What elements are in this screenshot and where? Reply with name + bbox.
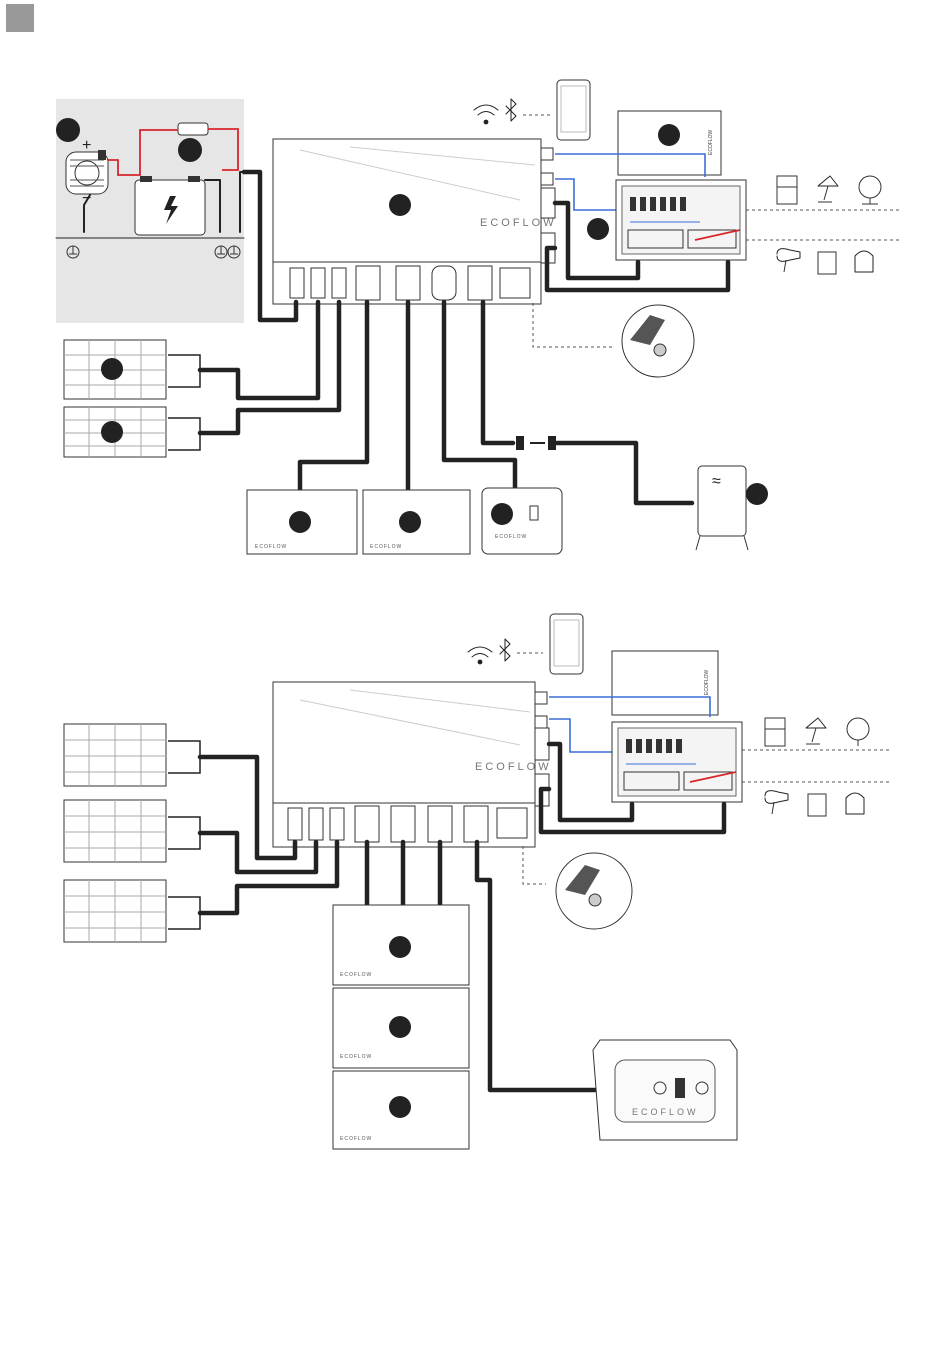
- fuse: [178, 123, 208, 135]
- kettle-icon: [855, 251, 873, 272]
- battery-logo: ECOFLOW: [340, 972, 372, 978]
- phone-icon: [557, 80, 590, 140]
- battery-pack: ECOFLOW: [333, 988, 469, 1068]
- battery-pack: ECOFLOW: [363, 490, 470, 554]
- generator-logo: ECOFLOW: [632, 1107, 699, 1117]
- solar-panel: [64, 340, 166, 399]
- power-hub: ECOFLOW: [273, 682, 552, 847]
- battery-logo: ECOFLOW: [340, 1054, 372, 1060]
- battery-pack: ECOFLOW: [333, 1071, 469, 1149]
- solar-panel: [64, 407, 166, 457]
- battery-pack: ECOFLOW: [247, 490, 357, 554]
- hub-logo: ECOFLOW: [480, 217, 557, 229]
- battery-pack: ECOFLOW: [333, 905, 469, 985]
- battery-logo: ECOFLOW: [370, 544, 402, 550]
- plus-sign: +: [82, 137, 91, 154]
- bluetooth-icon: [506, 99, 516, 121]
- hairdryer-icon: [777, 249, 800, 272]
- battery-logo: ECOFLOW: [255, 544, 287, 550]
- phone-icon: [550, 614, 583, 674]
- svg-text:ECOFLOW: ECOFLOW: [708, 129, 714, 155]
- fridge-icon: [777, 176, 797, 204]
- starter-battery: [135, 176, 205, 235]
- portable-generator: ECOFLOW: [593, 1040, 737, 1140]
- mixer-icon: [808, 794, 826, 816]
- diagram-1: + −: [56, 80, 900, 554]
- diagram-2: ECOFLOW ECOFLO: [64, 614, 890, 1149]
- distribution-box: [612, 722, 742, 802]
- fan-icon: [847, 718, 869, 746]
- solar-panel: [64, 880, 166, 942]
- smart-panel-monitor: ECOFLOW: [612, 651, 718, 715]
- alternator: [66, 150, 108, 194]
- lamp-icon: [818, 176, 838, 202]
- fan-icon: [859, 176, 881, 204]
- breaker-switch-icon: [622, 305, 694, 377]
- generator-logo: ECOFLOW: [495, 534, 527, 540]
- bluetooth-icon: [500, 639, 510, 661]
- wifi-icon: [468, 647, 492, 664]
- fridge-icon: [765, 718, 785, 746]
- battery-logo: ECOFLOW: [340, 1136, 372, 1142]
- solar-panel: [64, 800, 166, 862]
- kettle-icon: [846, 793, 864, 814]
- lamp-icon: [806, 718, 826, 744]
- solar-panel: [64, 724, 166, 786]
- distribution-box: [616, 180, 746, 260]
- ac-symbol: ≈: [712, 473, 721, 490]
- mixer-icon: [818, 252, 836, 274]
- plug-connector: [516, 436, 556, 450]
- shore-power-pedestal: ≈: [696, 466, 768, 550]
- power-hub: ECOFLOW: [273, 139, 557, 304]
- portable-generator: ECOFLOW: [482, 488, 562, 554]
- svg-text:ECOFLOW: ECOFLOW: [704, 669, 710, 695]
- wifi-icon: [474, 105, 498, 124]
- hub-logo: ECOFLOW: [475, 761, 552, 773]
- hairdryer-icon: [765, 791, 788, 814]
- breaker-switch-icon: [556, 853, 632, 929]
